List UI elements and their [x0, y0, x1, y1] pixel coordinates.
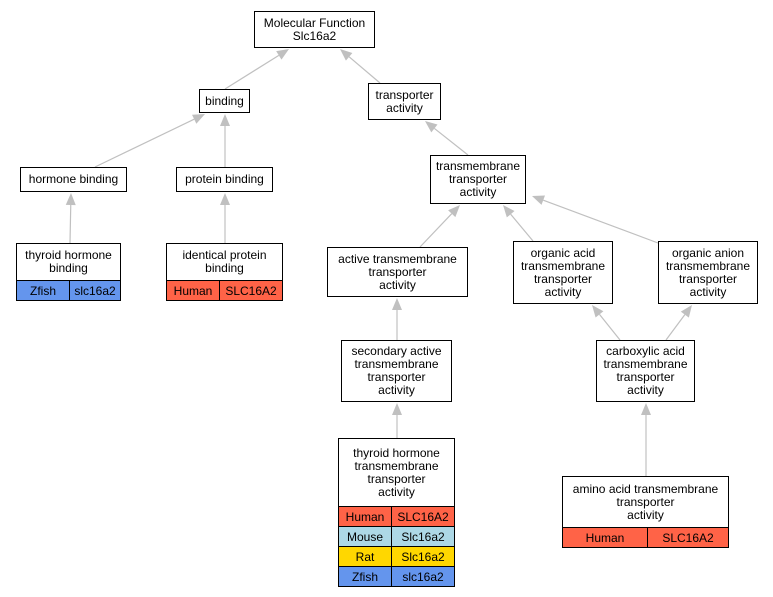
gene-row[interactable]: Human SLC16A2 [563, 527, 728, 547]
gene-row[interactable]: Rat Slc16a2 [339, 546, 454, 566]
node-label: hormone binding [28, 172, 119, 186]
node-transmembrane-transporter-activity[interactable]: transmembrane transporter activity [430, 155, 526, 204]
node-thyroid-hormone-binding[interactable]: thyroid hormone binding Zfish slc16a2 [16, 243, 121, 301]
species-label: Human [563, 528, 648, 547]
gene-symbol: Slc16a2 [401, 549, 445, 564]
gene-row[interactable]: Zfish slc16a2 [339, 566, 454, 586]
node-label: transporter activity [375, 87, 434, 115]
gene-row[interactable]: Human SLC16A2 [339, 506, 454, 526]
species-label: Zfish [17, 281, 70, 300]
edge-carboxylic_acid_transmembrane_transporter_activity-to-organic_acid_transmembrane_transporter_activity [599, 313, 621, 341]
gene-symbol: Slc16a2 [401, 529, 445, 544]
gene-symbol: SLC16A2 [397, 509, 449, 524]
edge-hormone_binding-to-binding [94, 118, 195, 168]
node-label: secondary active transmembrane transport… [351, 344, 442, 397]
gene-symbol: SLC16A2 [662, 530, 714, 545]
gene-symbol: SLC16A2 [225, 283, 277, 298]
node-transporter-activity[interactable]: transporter activity [368, 83, 441, 120]
gene-symbol: slc16a2 [74, 283, 116, 298]
edge-thyroid_hormone_binding-to-hormone_binding [69, 204, 72, 244]
arrowhead-icon [592, 305, 604, 318]
species-label: Human [167, 281, 220, 300]
edge-organic_acid_transmembrane_transporter_activity-to-transmembrane_transporter_activity [510, 213, 534, 242]
node-organic-anion-transmembrane-transporter-activity[interactable]: organic anion transmembrane transporter … [658, 241, 758, 304]
node-amino-acid-transmembrane-transporter-activity[interactable]: amino acid transmembrane transporter act… [562, 476, 729, 548]
gene-symbol: slc16a2 [402, 569, 444, 584]
node-active-transmembrane-transporter-activity[interactable]: active transmembrane transporter activit… [327, 247, 468, 297]
node-label: protein binding [185, 172, 264, 186]
arrowhead-icon [532, 195, 545, 205]
node-label: amino acid transmembrane transporter act… [572, 481, 719, 522]
node-label: carboxylic acid transmembrane transporte… [603, 344, 688, 397]
species-label: Zfish [339, 567, 392, 586]
arrowhead-icon [220, 114, 230, 126]
node-organic-acid-transmembrane-transporter-activity[interactable]: organic acid transmembrane transporter a… [513, 241, 613, 304]
gene-row[interactable]: Human SLC16A2 [167, 280, 282, 300]
edge-carboxylic_acid_transmembrane_transporter_activity-to-organic_anion_transmembrane_transporter_activity [665, 314, 686, 341]
arrowhead-icon [340, 49, 353, 61]
arrowhead-icon [192, 114, 205, 124]
arrowhead-icon [392, 298, 402, 310]
node-label: identical protein binding [182, 248, 267, 275]
species-label: Mouse [339, 527, 392, 546]
arrowhead-icon [503, 205, 515, 218]
node-thyroid-hormone-transmembrane-transporter-activity[interactable]: thyroid hormone transmembrane transporte… [338, 438, 455, 587]
node-label: thyroid hormone transmembrane transporte… [353, 445, 440, 499]
gene-row[interactable]: Mouse Slc16a2 [339, 526, 454, 546]
node-binding[interactable]: binding [199, 89, 250, 113]
node-carboxylic-acid-transmembrane-transporter-activity[interactable]: carboxylic acid transmembrane transporte… [596, 340, 695, 402]
node-label: Molecular Function Slc16a2 [263, 15, 366, 43]
gene-row[interactable]: Zfish slc16a2 [17, 280, 120, 300]
edge-active_transmembrane_transporter_activity-to-transmembrane_transporter_activity [419, 213, 453, 248]
arrowhead-icon [425, 121, 438, 133]
arrowhead-icon [220, 193, 230, 205]
arrowhead-icon [276, 49, 289, 60]
node-label: transmembrane transporter activity [435, 159, 521, 199]
arrowhead-icon [448, 205, 460, 218]
node-secondary-active-transmembrane-transporter-activity[interactable]: secondary active transmembrane transport… [341, 340, 452, 402]
node-hormone-binding[interactable]: hormone binding [20, 167, 127, 192]
edge-transmembrane_transporter_activity-to-transporter_activity [434, 127, 469, 156]
species-label: Human [339, 507, 392, 526]
node-label: active transmembrane transporter activit… [338, 251, 457, 292]
arrowhead-icon [65, 193, 76, 206]
node-label: organic acid transmembrane transporter a… [520, 245, 606, 299]
node-label: organic anion transmembrane transporter … [665, 245, 751, 299]
node-molecular-function[interactable]: Molecular Function Slc16a2 [254, 11, 375, 48]
arrowhead-icon [392, 403, 402, 415]
edge-organic_anion_transmembrane_transporter_activity-to-transmembrane_transporter_activity [543, 199, 659, 244]
node-label: binding [205, 93, 244, 108]
edge-transporter_activity-to-molecular_function [348, 56, 381, 84]
edge-binding-to-molecular_function [224, 54, 280, 90]
node-label: thyroid hormone binding [25, 248, 112, 275]
species-label: Rat [339, 547, 392, 566]
arrowhead-icon [641, 403, 651, 415]
node-identical-protein-binding[interactable]: identical protein binding Human SLC16A2 [166, 243, 283, 301]
arrowhead-icon [680, 305, 692, 318]
node-protein-binding[interactable]: protein binding [176, 167, 273, 192]
